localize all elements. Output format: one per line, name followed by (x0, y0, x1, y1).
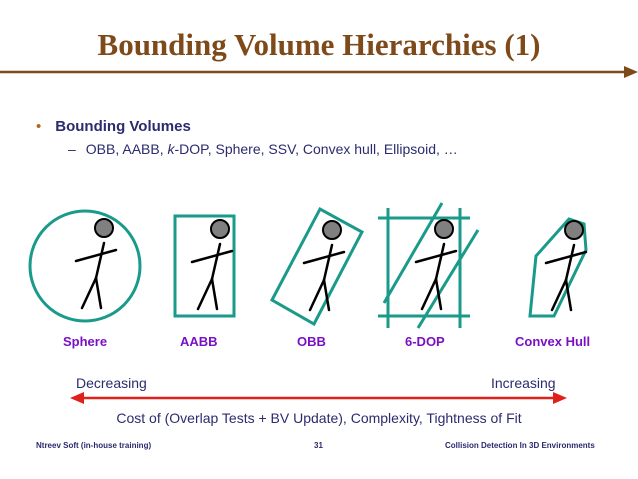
footer-page-number: 31 (314, 441, 323, 450)
title-rule (0, 66, 638, 78)
decreasing-label: Decreasing (76, 375, 147, 391)
sub-bullet-text-start: OBB, AABB, (85, 141, 168, 157)
sub-bullet-dash: – (68, 141, 76, 157)
label-obb: OBB (297, 334, 326, 349)
sub-bullet-text-end: -DOP, Sphere, SSV, Convex hull, Ellipsoi… (174, 141, 458, 157)
label-aabb: AABB (180, 334, 218, 349)
bullet-bounding-volumes: • Bounding Volumes (36, 118, 191, 135)
increasing-label: Increasing (491, 375, 556, 391)
sub-bullet-list: –OBB, AABB, k-DOP, Sphere, SSV, Convex h… (68, 141, 458, 157)
sphere-figure (28, 209, 142, 323)
sub-bullet-k: k (167, 141, 175, 157)
label-six-dop: 6-DOP (405, 334, 445, 349)
bullet-text: Bounding Volumes (55, 118, 191, 135)
label-convex-hull: Convex Hull (515, 334, 591, 349)
convex-hull-figure (528, 217, 588, 318)
aabb-figure (173, 214, 236, 318)
bullet-dot: • (36, 118, 42, 135)
double-arrow-icon (70, 392, 567, 404)
bounding-volume-figures (28, 202, 588, 329)
cost-caption: Cost of (Overlap Tests + BV Update), Com… (116, 410, 522, 426)
six-dop-figure (378, 202, 480, 329)
footer-organization: Ntreev Soft (in-house training) (36, 441, 152, 450)
footer-course-title: Collision Detection In 3D Environments (445, 441, 595, 450)
obb-figure (269, 206, 365, 327)
slide-title: Bounding Volume Hierarchies (1) (97, 27, 541, 62)
label-sphere: Sphere (63, 334, 108, 349)
